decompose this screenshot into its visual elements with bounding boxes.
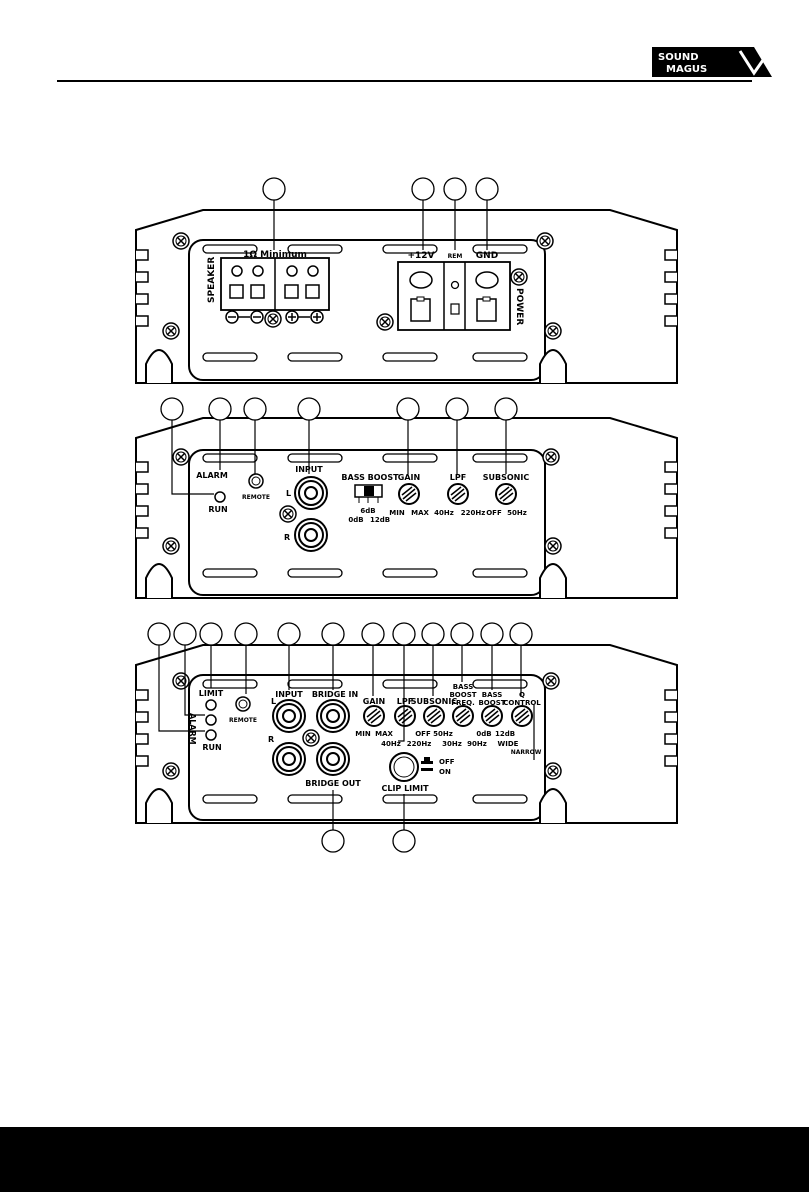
brand-logo: SOUND MAGUS bbox=[652, 47, 772, 77]
q-wide-label: WIDE bbox=[498, 740, 519, 748]
bass-freq-label-2: BOOST bbox=[449, 691, 476, 699]
brand-line2: MAGUS bbox=[666, 64, 707, 75]
gain-label: GAIN bbox=[398, 473, 420, 482]
limit-led bbox=[205, 699, 217, 711]
input-r-label: R bbox=[284, 533, 290, 542]
alarm-label-mono: ALARM bbox=[188, 713, 197, 745]
bass-boost-label-2: BOOST bbox=[478, 699, 505, 707]
clip-off-label: OFF bbox=[439, 758, 455, 766]
bass-freq-30hz-label: 30Hz bbox=[442, 740, 462, 748]
footer-bar bbox=[0, 1127, 809, 1192]
run-led bbox=[214, 491, 226, 503]
input-l-label: L bbox=[286, 489, 291, 498]
bass-0db-label: 0dB bbox=[348, 516, 363, 524]
alarm-led bbox=[205, 714, 217, 726]
lpf-40hz-label-mono: 40Hz bbox=[381, 740, 401, 748]
clip-on-label: ON bbox=[439, 768, 451, 776]
run-label: RUN bbox=[208, 505, 227, 514]
speaker-minimum-label: 1Ω Minimum bbox=[243, 250, 307, 260]
speaker-label: SPEAKER bbox=[207, 257, 217, 303]
subsonic-off-label: OFF bbox=[486, 509, 502, 517]
gain-label-mono: GAIN bbox=[363, 697, 385, 706]
panel-middle-2ch-controls: ALARM RUN REMOTE INPUT L R BASS BOOST 6d… bbox=[135, 397, 678, 599]
lpf-220hz-label-mono: 220Hz bbox=[407, 740, 432, 748]
lpf-40hz-label: 40Hz bbox=[434, 509, 454, 517]
bass-freq-90hz-label: 90Hz bbox=[467, 740, 487, 748]
bass-boost-label-1: BASS bbox=[482, 691, 503, 699]
subsonic-50hz-label: 50Hz bbox=[507, 509, 527, 517]
bass-boost-12db-label: 12dB bbox=[495, 730, 515, 738]
power-label: POWER bbox=[514, 288, 524, 325]
gnd-label: GND bbox=[476, 251, 498, 261]
q-control-label-2: CONTROL bbox=[503, 699, 541, 707]
brand-line1: SOUND bbox=[658, 52, 699, 63]
subsonic-label: SUBSONIC bbox=[483, 473, 530, 482]
subsonic-50hz-label-mono: 50Hz bbox=[433, 730, 453, 738]
bass-6db-label: 6dB bbox=[360, 507, 375, 515]
clip-limit-label: CLIP LIMIT bbox=[381, 784, 429, 793]
remote-label-mono: REMOTE bbox=[229, 717, 257, 724]
subsonic-label-mono: SUBSONIC bbox=[411, 697, 458, 706]
rem-label: REM bbox=[448, 253, 463, 260]
bass-freq-label-3: FREQ. bbox=[451, 699, 475, 707]
lpf-220hz-label: 220Hz bbox=[461, 509, 486, 517]
alarm-label: ALARM bbox=[196, 471, 228, 480]
gain-max-label-mono: MAX bbox=[375, 730, 393, 738]
panel-bottom-mono-controls: LIMIT ALARM RUN REMOTE INPUT L R BRIDGE … bbox=[135, 622, 678, 853]
bridge-out-label: BRIDGE OUT bbox=[305, 779, 361, 788]
run-label-mono: RUN bbox=[202, 743, 221, 752]
bass-boost-label: BASS BOOST bbox=[341, 473, 399, 482]
12v-label: +12V bbox=[407, 251, 434, 261]
input-l-label-mono: L bbox=[271, 697, 276, 706]
amplifier-panels-diagram: 1Ω Minimum SPEAKER +12V REM GN bbox=[135, 177, 678, 853]
bass-boost-0db-label: 0dB bbox=[476, 730, 491, 738]
limit-label: LIMIT bbox=[199, 689, 224, 698]
panel-top-power: 1Ω Minimum SPEAKER +12V REM GN bbox=[135, 177, 678, 384]
subsonic-off-label-mono: OFF bbox=[415, 730, 431, 738]
input-r-label-mono: R bbox=[268, 735, 274, 744]
q-control-label-1: Q bbox=[519, 691, 525, 699]
input-label-mono: INPUT bbox=[275, 690, 303, 699]
bass-12db-label: 12dB bbox=[370, 516, 390, 524]
lpf-label-mono: LPF bbox=[397, 697, 413, 706]
q-narrow-label: NARROW bbox=[511, 749, 542, 756]
gain-min-label-mono: MIN bbox=[355, 730, 371, 738]
gain-max-label: MAX bbox=[411, 509, 429, 517]
remote-label: REMOTE bbox=[242, 494, 270, 501]
lpf-label: LPF bbox=[450, 473, 466, 482]
gain-min-label: MIN bbox=[389, 509, 405, 517]
callout-circle bbox=[262, 177, 286, 201]
run-led-mono bbox=[205, 729, 217, 741]
bass-freq-label-1: BASS bbox=[453, 683, 474, 691]
header-rule bbox=[57, 80, 752, 82]
bridge-in-label: BRIDGE IN bbox=[312, 690, 358, 699]
